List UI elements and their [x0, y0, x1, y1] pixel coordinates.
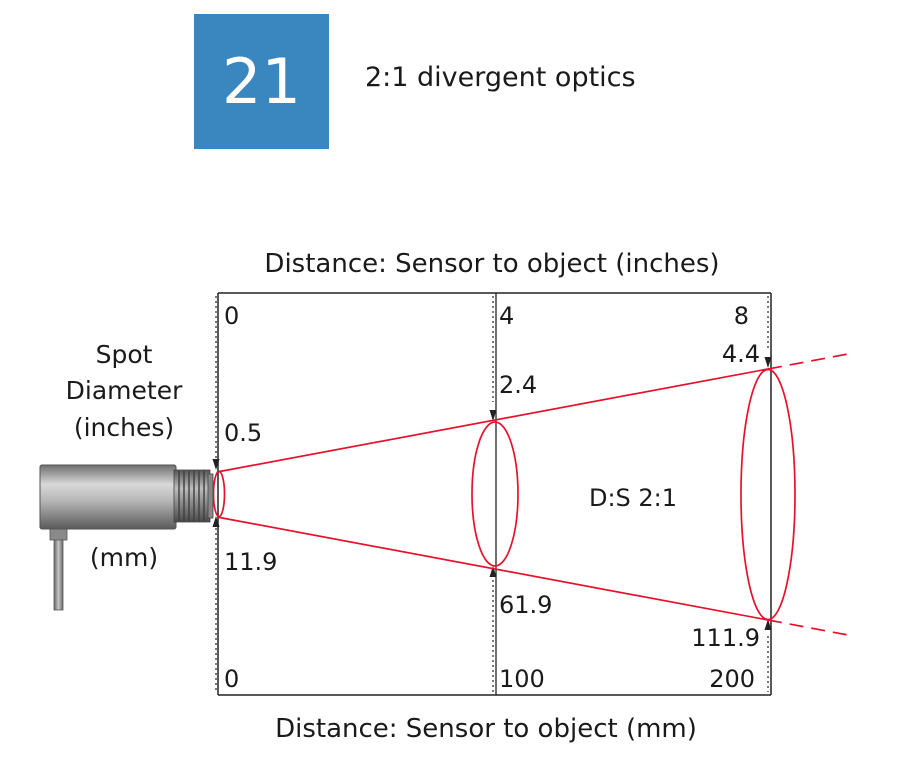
- spot-inch-label: 4.4: [722, 340, 760, 368]
- spot-inch-label: 0.5: [224, 419, 262, 447]
- spot-diameter-label-line: (inches): [74, 413, 174, 442]
- distance-mm-label: 100: [499, 665, 545, 693]
- spot-mm-label: 61.9: [499, 591, 552, 619]
- bottom-axis-label: Distance: Sensor to object (mm): [275, 714, 697, 744]
- diagram-frame: [217, 292, 772, 696]
- distance-mm-label: 0: [224, 665, 239, 693]
- spot-diameter-label-line: Spot: [96, 340, 153, 369]
- spot-ellipse-100: [471, 421, 519, 567]
- mm-unit-label: (mm): [90, 543, 158, 572]
- dimension-guides: [215, 296, 769, 692]
- beam-upper-edge: [216, 368, 769, 473]
- top-axis-label: Distance: Sensor to object (inches): [264, 249, 719, 279]
- dimension-arrows: [212, 357, 772, 630]
- spot-ellipse-200: [740, 368, 796, 621]
- diagram-subtitle: 2:1 divergent optics: [365, 62, 636, 93]
- beam-cone: [212, 353, 849, 636]
- distance-mm-label: 200: [709, 665, 755, 693]
- spot-ellipse-0: [212, 470, 226, 518]
- distance-inch-label: 8: [734, 302, 749, 330]
- beam-lower-extension: [767, 619, 849, 636]
- beam-upper-extension: [767, 353, 849, 370]
- distance-inch-label: 0: [224, 302, 239, 330]
- badge-number-box: 21: [194, 14, 329, 149]
- spot-diameter-label-line: Diameter: [66, 376, 183, 405]
- sensor-icon: [39, 464, 214, 611]
- beam-lower-edge: [216, 516, 769, 621]
- spot-mm-label: 11.9: [224, 548, 277, 576]
- spot-inch-label: 2.4: [499, 371, 537, 399]
- spot-mm-label: 111.9: [691, 624, 760, 652]
- badge-number: 21: [222, 45, 301, 118]
- ratio-label: D:S 2:1: [589, 484, 677, 512]
- distance-inch-label: 4: [499, 302, 514, 330]
